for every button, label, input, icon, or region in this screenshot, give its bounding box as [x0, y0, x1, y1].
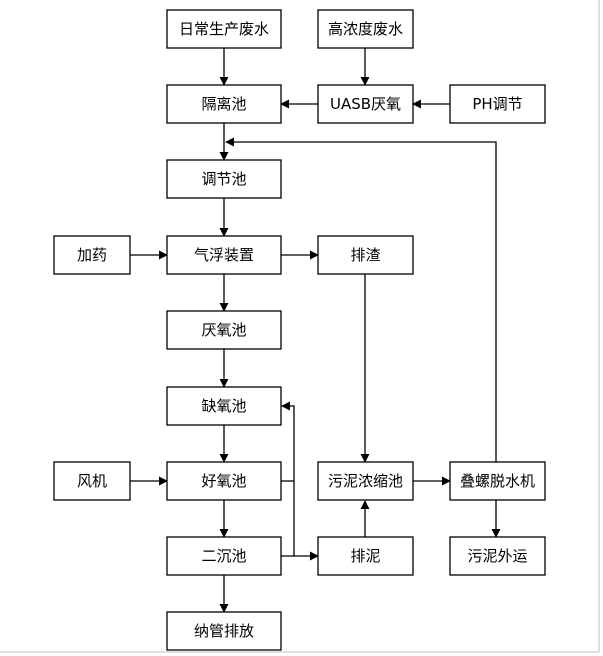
node-sludge-thickener: 污泥浓缩池 — [317, 461, 414, 501]
node-secondary-clarifier-label: 二沉池 — [201, 547, 246, 565]
node-ph-adjust: PH调节 — [449, 84, 546, 124]
node-slag-discharge-label: 排渣 — [350, 246, 380, 264]
node-equalization-tank-label: 调节池 — [201, 170, 246, 188]
node-high-conc-wastewater-label: 高浓度废水 — [328, 20, 403, 38]
node-sludge-discharge: 排泥 — [317, 536, 414, 576]
node-ph-adjust-label: PH调节 — [472, 95, 522, 113]
edge-recirc-to-anoxic — [281, 401, 295, 557]
node-high-conc-wastewater: 高浓度废水 — [317, 9, 414, 49]
node-equalization-tank: 调节池 — [166, 159, 282, 199]
node-blower-label: 风机 — [77, 472, 107, 490]
node-sludge-outbound-label: 污泥外运 — [467, 547, 527, 565]
edge-press-return-to-equalization — [225, 137, 497, 462]
node-dosing-label: 加药 — [77, 246, 107, 264]
node-sewer-discharge: 纳管排放 — [166, 611, 282, 651]
node-anoxic-tank: 缺氧池 — [166, 386, 282, 426]
node-screw-press: 叠螺脱水机 — [449, 461, 546, 501]
node-anaerobic-tank-label: 厌氧池 — [201, 321, 246, 339]
node-slag-discharge: 排渣 — [317, 235, 414, 275]
node-blower: 风机 — [53, 461, 131, 501]
node-sludge-discharge-label: 排泥 — [350, 547, 380, 565]
node-sewer-discharge-label: 纳管排放 — [194, 622, 254, 640]
node-air-flotation: 气浮装置 — [166, 235, 282, 275]
node-isolation-tank: 隔离池 — [166, 84, 282, 124]
node-screw-press-label: 叠螺脱水机 — [460, 472, 535, 490]
node-air-flotation-label: 气浮装置 — [194, 246, 254, 264]
node-isolation-tank-label: 隔离池 — [201, 95, 246, 113]
node-anaerobic-tank: 厌氧池 — [166, 310, 282, 350]
node-secondary-clarifier: 二沉池 — [166, 536, 282, 576]
node-sludge-thickener-label: 污泥浓缩池 — [328, 472, 403, 490]
node-aerobic-tank: 好氧池 — [166, 461, 282, 501]
node-sludge-outbound: 污泥外运 — [449, 536, 546, 576]
edges — [130, 48, 501, 613]
node-daily-wastewater: 日常生产废水 — [166, 9, 282, 49]
node-uasb-label: UASB厌氧 — [330, 95, 401, 113]
node-anoxic-tank-label: 缺氧池 — [201, 397, 246, 415]
node-aerobic-tank-label: 好氧池 — [201, 472, 246, 490]
node-daily-wastewater-label: 日常生产废水 — [179, 20, 269, 38]
node-uasb: UASB厌氧 — [317, 84, 414, 124]
node-dosing: 加药 — [53, 235, 131, 275]
